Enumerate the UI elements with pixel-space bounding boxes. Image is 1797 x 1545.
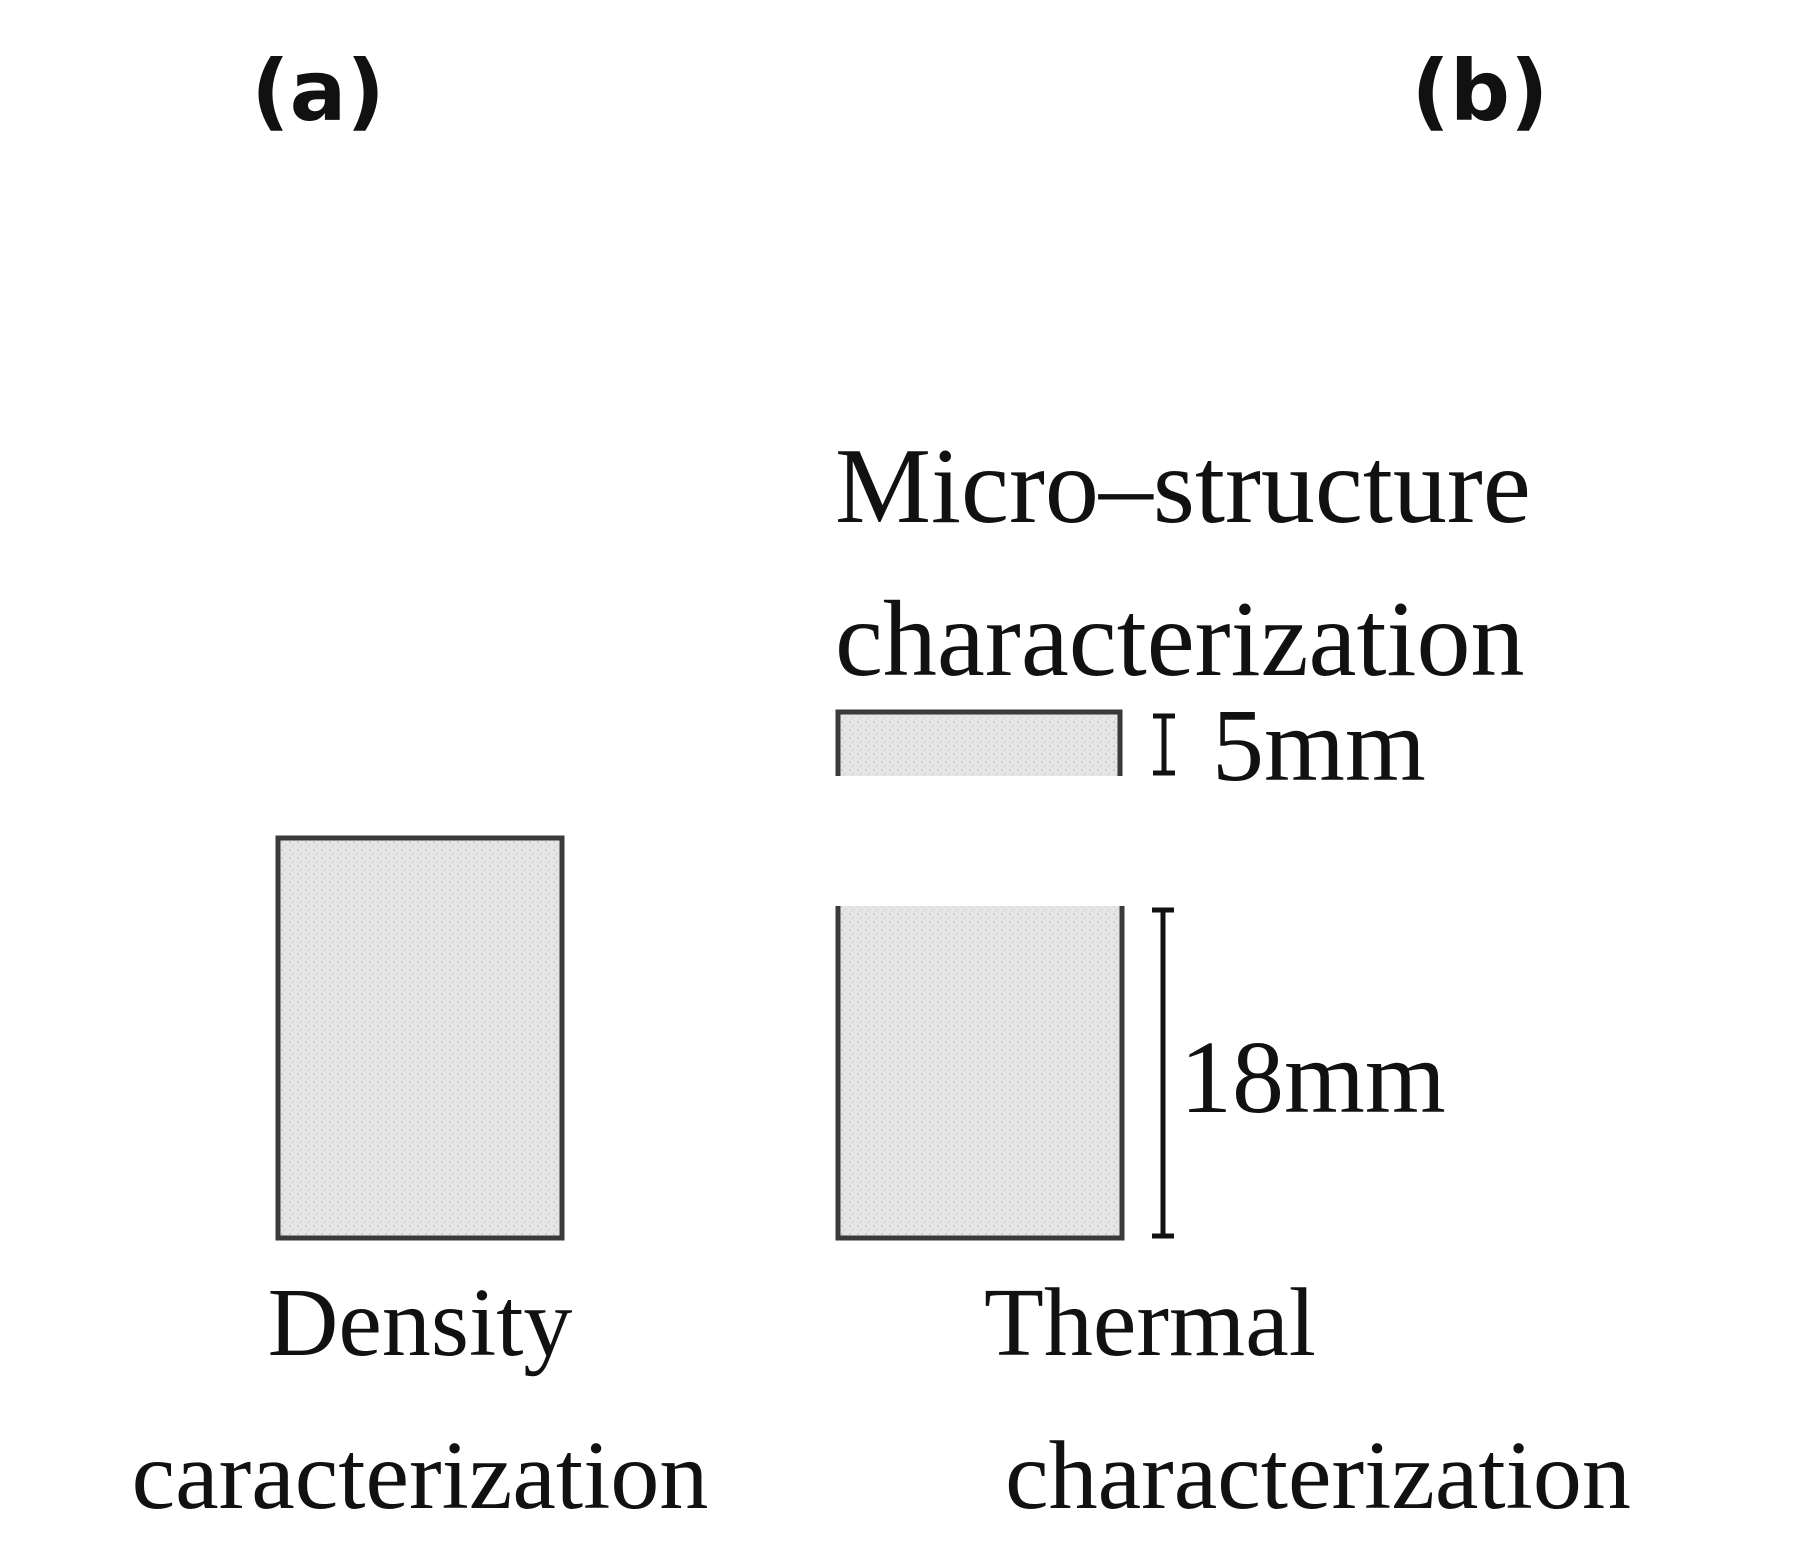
thermal-caption-line1: Thermal: [984, 1269, 1316, 1377]
density-sample-group: Density caracterization: [132, 835, 709, 1530]
thermal-sample-group: 18mm Thermal characterization: [835, 906, 1631, 1530]
microstructure-caption-line2: characterization: [835, 580, 1525, 699]
microstructure-caption-line1: Micro–structure: [835, 427, 1531, 546]
microstructure-slice: [835, 709, 1123, 776]
density-caption-line1: Density: [268, 1269, 573, 1377]
microstructure-sample-group: Micro–structure characterization 5mm: [835, 427, 1531, 803]
density-sample: [275, 835, 565, 1241]
thermal-height-dimension: [1152, 907, 1174, 1239]
thermal-caption-line2: characterization: [1005, 1422, 1631, 1530]
panel-label-b: (b): [1412, 42, 1549, 140]
microstructure-thickness-dimension: [1153, 713, 1175, 776]
microstructure-thickness-label: 5mm: [1212, 688, 1426, 803]
panel-label-a: (a): [251, 42, 384, 140]
thermal-sample: [835, 906, 1125, 1241]
thermal-height-label: 18mm: [1180, 1020, 1446, 1135]
density-caption-line2: caracterization: [132, 1422, 709, 1530]
